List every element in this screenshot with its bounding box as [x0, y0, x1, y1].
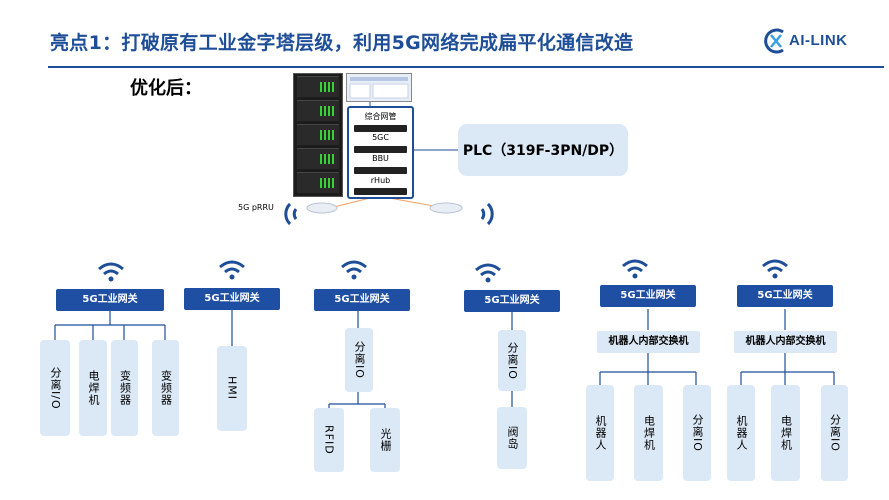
- gateway-box: 5G工业网关: [600, 285, 696, 307]
- rack-unit: [297, 100, 339, 121]
- leaf-device: 电焊机: [634, 385, 663, 481]
- leaf-label: HMI: [225, 376, 239, 401]
- rack-unit: [297, 76, 339, 97]
- middle-label: 分离IO: [353, 341, 366, 379]
- switch-box: 机器人内部交换机: [734, 331, 837, 353]
- middle-label: 分离IO: [506, 341, 519, 380]
- leaf-label: 电焊机: [779, 415, 793, 451]
- logo-text: AI-LINK: [789, 32, 848, 49]
- leaf-device: 机器人: [586, 385, 614, 481]
- gateway-box: 5G工业网关: [737, 285, 833, 307]
- leaf-label: 光栅: [379, 428, 392, 452]
- gateway-box: 5G工业网关: [464, 290, 560, 312]
- leaf-device: 电焊机: [771, 385, 800, 481]
- leaf-device: 阀岛: [497, 407, 527, 469]
- wifi-icon: [98, 262, 124, 282]
- device-unit-bbu: [354, 167, 407, 174]
- prru-right-icon: [429, 202, 494, 226]
- gateway-box: 5G工业网关: [56, 289, 164, 311]
- leaf-device: 机器人: [727, 385, 755, 481]
- leaf-label: 分离IO: [828, 414, 842, 452]
- leaf-label: 分离IO: [691, 414, 704, 452]
- device-label-nms: 综合网管: [364, 112, 397, 121]
- leaf-device: 分离IO: [821, 385, 848, 481]
- leaf-device: HMI: [217, 346, 247, 431]
- switch-box: 机器人内部交换机: [597, 331, 700, 353]
- leaf-device: 分离IO: [683, 385, 711, 481]
- header-divider: [48, 66, 884, 68]
- wifi-icon: [475, 263, 501, 283]
- device-label-bbu: BBU: [372, 154, 389, 163]
- leaf-device: 变频器: [152, 340, 179, 436]
- logo-mark-icon: [764, 28, 784, 54]
- rack-unit: [297, 148, 339, 169]
- prru-label: 5G pRRU: [238, 203, 274, 212]
- leaf-label: 电焊机: [642, 415, 656, 451]
- leaf-label: RFID: [322, 425, 336, 455]
- middle-device: 分离IO: [498, 330, 526, 391]
- leaf-label: 阀岛: [506, 426, 519, 450]
- device-unit-rhub: [354, 188, 407, 195]
- management-monitor: [346, 73, 412, 102]
- section-subtitle: 优化后：: [130, 78, 202, 99]
- gateway-box: 5G工业网关: [314, 289, 410, 311]
- leaf-device: RFID: [314, 408, 344, 472]
- leaf-device: 分离I/O: [40, 340, 70, 436]
- monitor-screen-icon: [349, 77, 409, 99]
- device-label-5gc: 5GC: [372, 133, 389, 142]
- leaf-label: 机器人: [735, 415, 748, 451]
- server-rack: [293, 73, 343, 197]
- gateway-box: 5G工业网关: [184, 288, 280, 310]
- device-unit-5gc: [354, 146, 407, 153]
- company-logo: AI-LINK: [763, 26, 881, 58]
- prru-left-icon: [284, 202, 338, 226]
- wifi-icon: [341, 260, 367, 280]
- device-label-rhub: rHub: [370, 176, 391, 185]
- leaf-label: 机器人: [594, 415, 607, 451]
- page-title: 亮点1：打破原有工业金字塔层级，利用5G网络完成扁平化通信改造: [50, 32, 634, 54]
- leaf-label: 电焊机: [87, 370, 100, 406]
- rack-unit: [297, 172, 339, 193]
- leaf-device: 光栅: [370, 408, 400, 472]
- leaf-device: 变频器: [111, 340, 138, 436]
- middle-device: 分离IO: [345, 328, 373, 392]
- wifi-icon: [219, 260, 245, 280]
- device-unit-nms: [354, 125, 407, 132]
- core-device-cabinet: 综合网管 5GC BBU rHub: [347, 106, 414, 199]
- leaf-device: 电焊机: [79, 340, 107, 436]
- wifi-icon: [622, 259, 648, 279]
- leaf-label: 变频器: [118, 370, 132, 406]
- leaf-label: 变频器: [159, 370, 173, 406]
- plc-box: PLC（319F-3PN/DP）: [458, 124, 628, 176]
- leaf-label: 分离I/O: [49, 366, 62, 410]
- wifi-icon: [762, 259, 788, 279]
- rack-unit: [297, 124, 339, 145]
